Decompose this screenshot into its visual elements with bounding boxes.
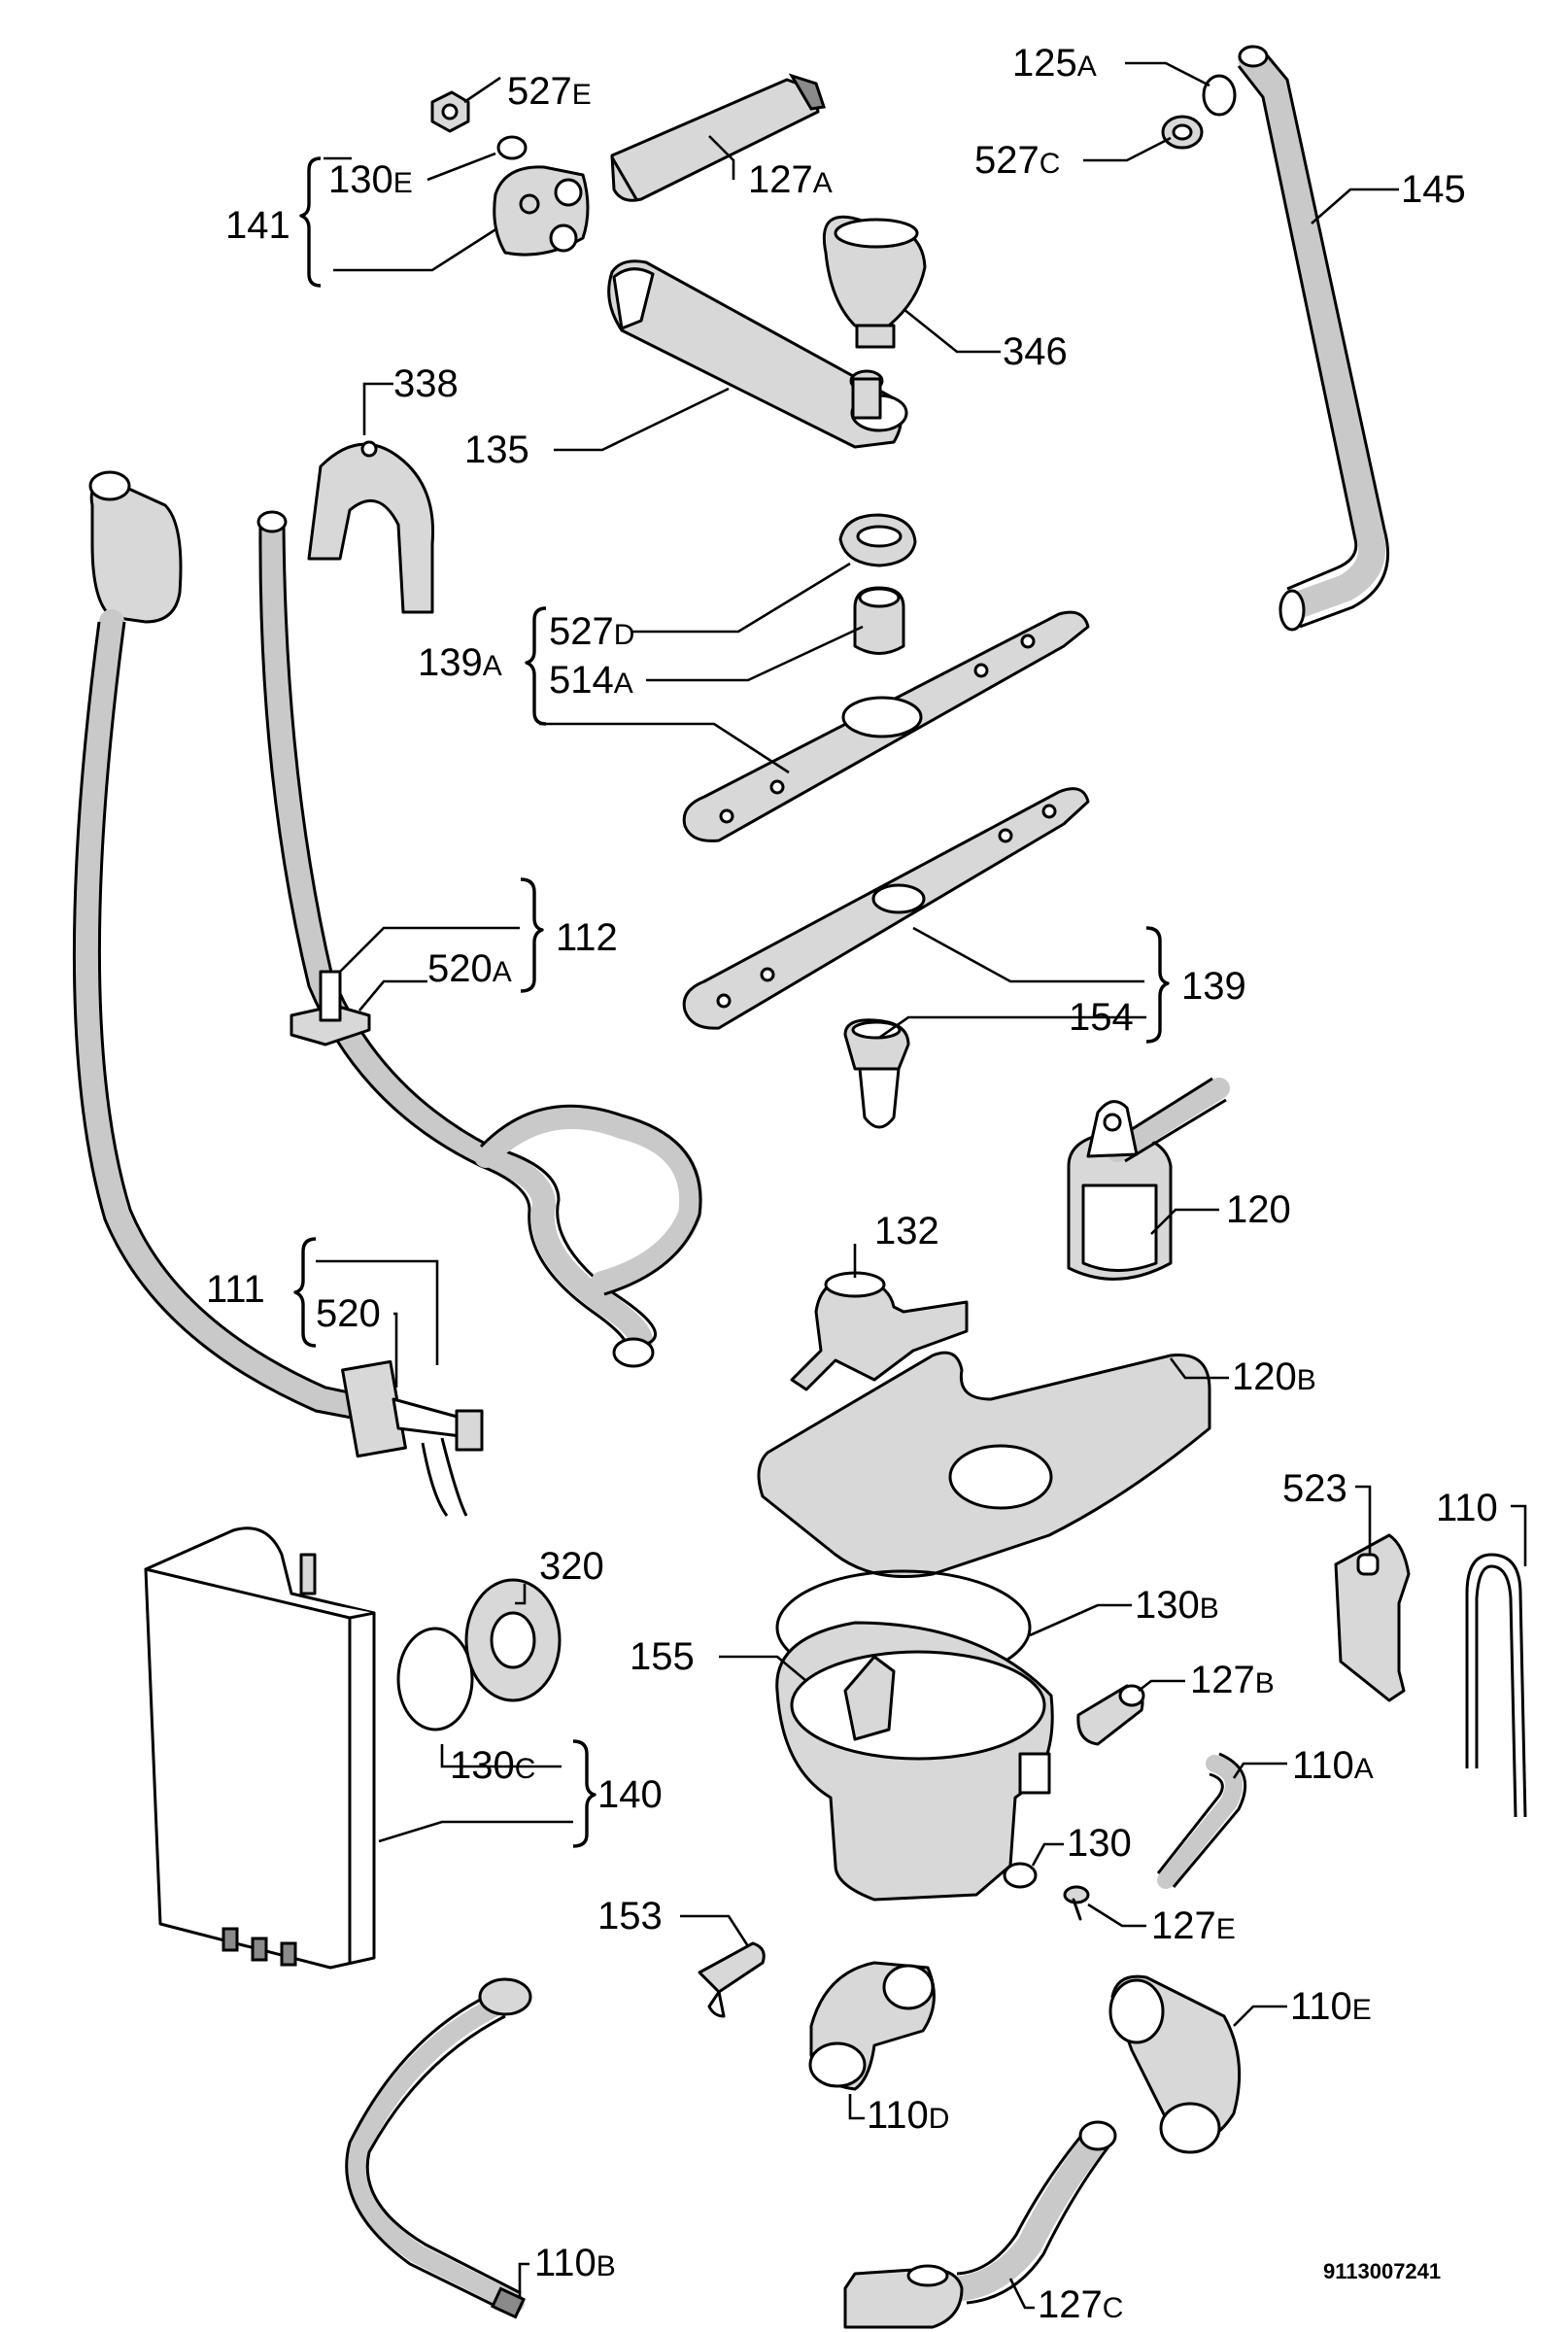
label-127a: 127A	[748, 158, 833, 201]
label-527d: 527D	[549, 610, 634, 653]
leader-lines	[316, 61, 1527, 2310]
part-527e-nut	[430, 90, 470, 133]
part-520-valve	[341, 1359, 484, 1517]
part-523-bracket	[1334, 1533, 1411, 1702]
label-112: 112	[556, 916, 618, 959]
part-346-cap	[822, 215, 927, 349]
label-520a: 520A	[427, 947, 512, 990]
part-520a-flange	[290, 970, 371, 1046]
part-135-upper-spray-arm	[607, 259, 908, 449]
part-110b-hose	[345, 1977, 532, 2319]
label-127b: 127B	[1190, 1659, 1275, 1701]
label-527e: 527E	[507, 70, 592, 113]
part-111-inlet-hose	[72, 470, 430, 1432]
part-338-bracket	[307, 440, 435, 614]
part-153-valve	[698, 1941, 766, 2018]
label-140: 140	[597, 1773, 663, 1816]
part-527c-ring	[1161, 115, 1204, 150]
brace-140	[572, 1739, 597, 1848]
label-155: 155	[630, 1635, 695, 1678]
part-139-spray-arm	[682, 787, 1090, 1030]
label-523: 523	[1282, 1467, 1347, 1510]
brace-112	[520, 877, 544, 993]
part-140-water-softener	[144, 1526, 376, 1970]
label-125a: 125A	[1012, 42, 1097, 85]
label-111: 111	[206, 1268, 265, 1311]
part-514a-sleeve	[853, 586, 905, 655]
part-130-ring	[1003, 1862, 1038, 1889]
label-127e: 127E	[1151, 1904, 1236, 1947]
label-139: 139	[1181, 965, 1246, 1008]
label-346: 346	[1003, 330, 1068, 373]
label-110a: 110A	[1292, 1744, 1374, 1787]
label-141: 141	[225, 204, 290, 247]
label-110: 110	[1436, 1487, 1498, 1529]
label-110d: 110D	[867, 2094, 949, 2137]
label-127c: 127C	[1038, 2283, 1123, 2326]
part-132-fitting	[790, 1271, 969, 1391]
label-145: 145	[1401, 168, 1466, 211]
label-338: 338	[393, 362, 459, 405]
brace-139a	[525, 606, 547, 726]
brace-139	[1145, 926, 1170, 1044]
brace-111	[293, 1237, 317, 1348]
part-110a-hose	[1156, 1752, 1247, 1889]
label-132: 132	[874, 1210, 939, 1252]
label-153: 153	[597, 1895, 663, 1938]
label-320: 320	[539, 1545, 604, 1588]
label-110b: 110B	[534, 2242, 616, 2284]
part-120b-flat-filter	[757, 1351, 1211, 1578]
label-130: 130	[1067, 1822, 1132, 1865]
label-120b: 120B	[1232, 1355, 1316, 1398]
part-127b-plug	[1076, 1684, 1145, 1746]
part-154-coupler	[843, 1018, 910, 1129]
part-130e-washer	[496, 135, 528, 160]
part-110e-elbow	[1108, 1974, 1242, 2154]
label-139a: 139A	[418, 641, 502, 684]
part-320-disc	[464, 1578, 562, 1702]
part-110d-elbow	[808, 1961, 936, 2091]
label-130b: 130B	[1135, 1584, 1219, 1627]
drawing-code: 9113007241	[1323, 2259, 1441, 2283]
part-127c-drain-tube	[843, 2120, 1117, 2329]
part-527d-nut	[838, 513, 917, 567]
label-154: 154	[1069, 996, 1134, 1039]
part-155-sump	[775, 1621, 1054, 1902]
label-130c: 130C	[450, 1744, 535, 1787]
part-127a-tube	[610, 73, 826, 202]
part-141-connector	[493, 165, 590, 257]
label-120: 120	[1226, 1188, 1291, 1231]
label-527c: 527C	[974, 139, 1060, 182]
label-135: 135	[464, 429, 529, 471]
part-130c-ring	[396, 1627, 474, 1732]
label-514a: 514A	[549, 659, 633, 702]
label-130e: 130E	[328, 158, 413, 201]
part-145-supply-pipe	[1237, 45, 1389, 632]
brace-141	[299, 156, 352, 288]
part-120-filter	[1067, 1077, 1230, 1281]
part-112-drain-hose	[256, 510, 703, 1368]
label-520: 520	[316, 1292, 381, 1335]
part-139a-spray-arm	[682, 610, 1090, 842]
label-110e: 110E	[1290, 1985, 1372, 2028]
part-110-u-hose	[1465, 1553, 1527, 1818]
part-125a-oring	[1202, 74, 1237, 117]
part-127e-screw	[1063, 1885, 1090, 1921]
